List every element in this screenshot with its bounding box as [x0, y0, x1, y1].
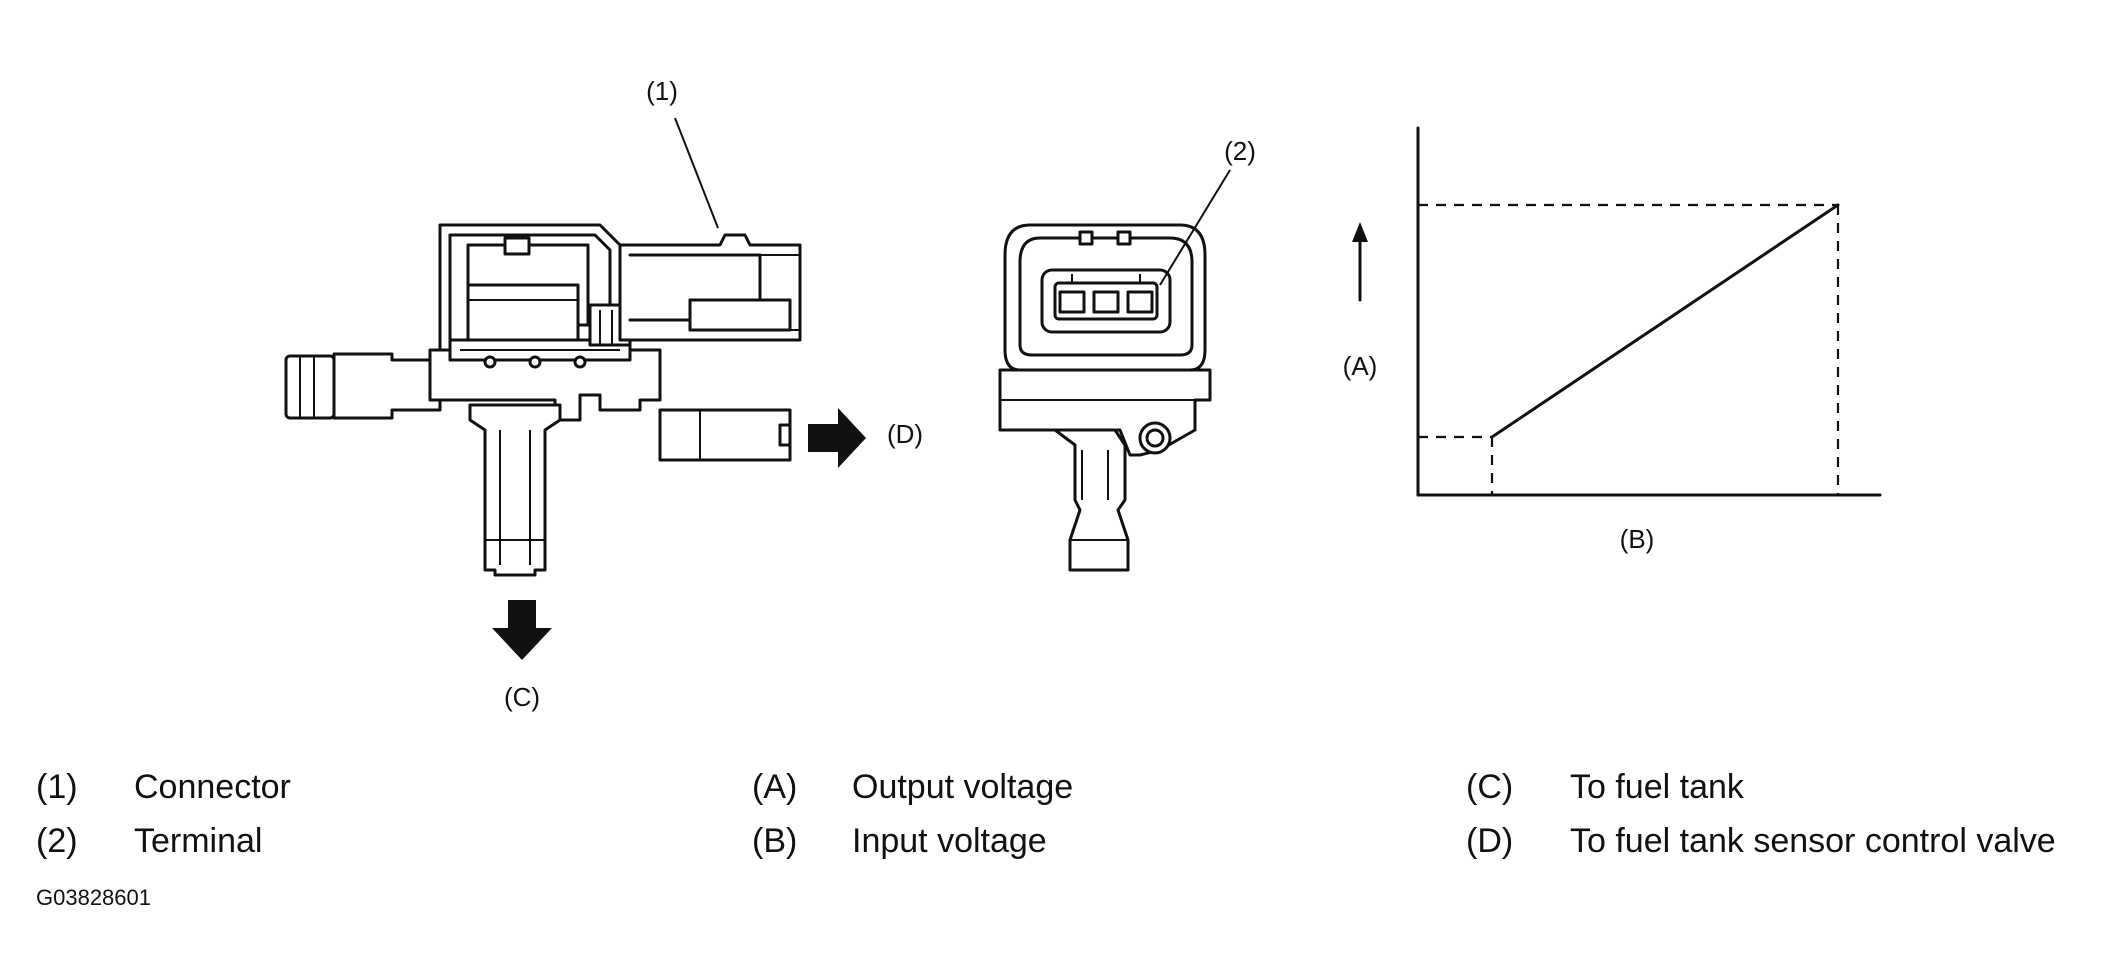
- legend-text-c: To fuel tank: [1570, 768, 1745, 806]
- legend-code-d: (D): [1466, 822, 1513, 860]
- legend-code-c: (C): [1466, 768, 1513, 806]
- callout-to-control-valve: (D): [887, 419, 923, 449]
- connector-leader: [674, 117, 719, 229]
- arrow-right-icon: [808, 408, 866, 468]
- arrow-up-head-icon: [1352, 222, 1368, 242]
- voltage-graph: [1416, 126, 1882, 497]
- legend-code-a: (A): [752, 768, 797, 806]
- legend-code-2: (2): [36, 822, 78, 860]
- legend-text-b: Input voltage: [852, 822, 1047, 860]
- legend-text-d: To fuel tank sensor control valve: [1570, 822, 2056, 860]
- arrow-down-icon: [492, 600, 552, 660]
- terminal-leader: [1159, 169, 1231, 286]
- sensor-front-view: [998, 223, 1212, 572]
- sensor-side-view: [284, 223, 802, 577]
- legend: (1) Connector (2) Terminal (A) Output vo…: [36, 768, 2056, 860]
- callout-to-fuel-tank: (C): [504, 682, 540, 712]
- callout-input-voltage: (B): [1620, 524, 1655, 554]
- callout-output-voltage: (A): [1343, 351, 1378, 381]
- legend-text-1: Connector: [134, 768, 291, 806]
- figure-id: G03828601: [36, 885, 151, 910]
- legend-text-a: Output voltage: [852, 768, 1073, 806]
- callout-connector: (1): [646, 76, 678, 106]
- callout-terminal: (2): [1224, 136, 1256, 166]
- legend-code-b: (B): [752, 822, 797, 860]
- legend-text-2: Terminal: [134, 822, 262, 860]
- legend-code-1: (1): [36, 768, 78, 806]
- characteristic-line: [1490, 203, 1840, 439]
